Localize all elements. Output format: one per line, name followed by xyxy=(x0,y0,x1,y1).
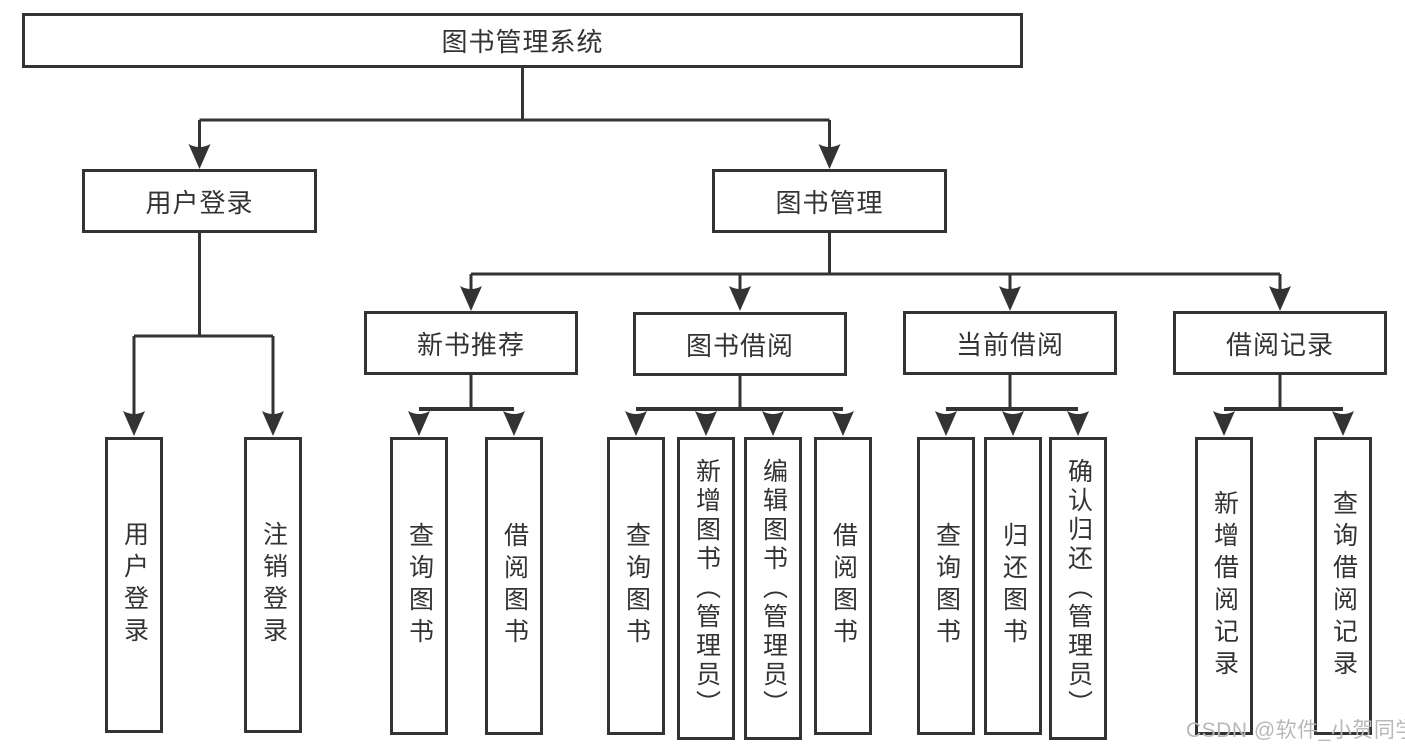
arrow-down-icon xyxy=(1332,411,1354,436)
leaf-borrow-books-1: 借阅图书 xyxy=(485,437,543,735)
arrow-down-icon xyxy=(695,411,717,436)
leaf-add-book-admin: 新增图书（管理员） xyxy=(677,437,735,740)
leaf-add-borrow-record: 新增借阅记录 xyxy=(1195,437,1253,735)
leaf-query-borrow-record: 查询借阅记录 xyxy=(1314,437,1372,735)
arrow-down-icon xyxy=(408,411,430,436)
arrow-down-icon xyxy=(1269,286,1291,311)
arrow-down-icon xyxy=(1213,411,1235,436)
leaf-confirm-return-admin: 确认归还（管理员） xyxy=(1049,437,1107,740)
node-book-management: 图书管理 xyxy=(712,169,947,233)
node-borrow-records: 借阅记录 xyxy=(1173,311,1387,375)
arrow-down-icon xyxy=(188,144,211,169)
leaf-logout: 注销登录 xyxy=(244,437,302,733)
node-new-book-recommend: 新书推荐 xyxy=(364,311,578,375)
node-book-borrow: 图书借阅 xyxy=(633,312,847,376)
leaf-user-login: 用户登录 xyxy=(105,437,163,733)
arrow-down-icon xyxy=(503,411,525,436)
leaf-return-book: 归还图书 xyxy=(984,437,1042,735)
connector-arrowheads xyxy=(123,144,1354,436)
arrow-down-icon xyxy=(625,411,647,436)
arrow-down-icon xyxy=(1067,411,1089,436)
connector-strokes xyxy=(132,68,1343,414)
arrow-down-icon xyxy=(123,411,145,436)
arrow-down-icon xyxy=(1002,411,1024,436)
leaf-query-books-3: 查询图书 xyxy=(917,437,975,735)
watermark-text: CSDN @软件_小贺同学 xyxy=(1186,719,1405,742)
leaf-edit-book-admin: 编辑图书（管理员） xyxy=(744,437,802,740)
leaf-query-books-2: 查询图书 xyxy=(607,437,665,735)
leaf-borrow-books-2: 借阅图书 xyxy=(814,437,872,735)
arrow-down-icon xyxy=(818,144,841,169)
arrow-down-icon xyxy=(262,411,284,436)
node-root: 图书管理系统 xyxy=(22,13,1023,68)
arrow-down-icon xyxy=(729,286,751,311)
arrow-down-icon xyxy=(832,411,854,436)
leaf-query-books-1: 查询图书 xyxy=(390,437,448,735)
arrow-down-icon xyxy=(762,411,784,436)
arrow-down-icon xyxy=(935,411,957,436)
arrow-down-icon xyxy=(460,286,482,311)
node-current-borrow: 当前借阅 xyxy=(903,311,1117,375)
arrow-down-icon xyxy=(999,286,1021,311)
node-user-login: 用户登录 xyxy=(82,169,317,233)
